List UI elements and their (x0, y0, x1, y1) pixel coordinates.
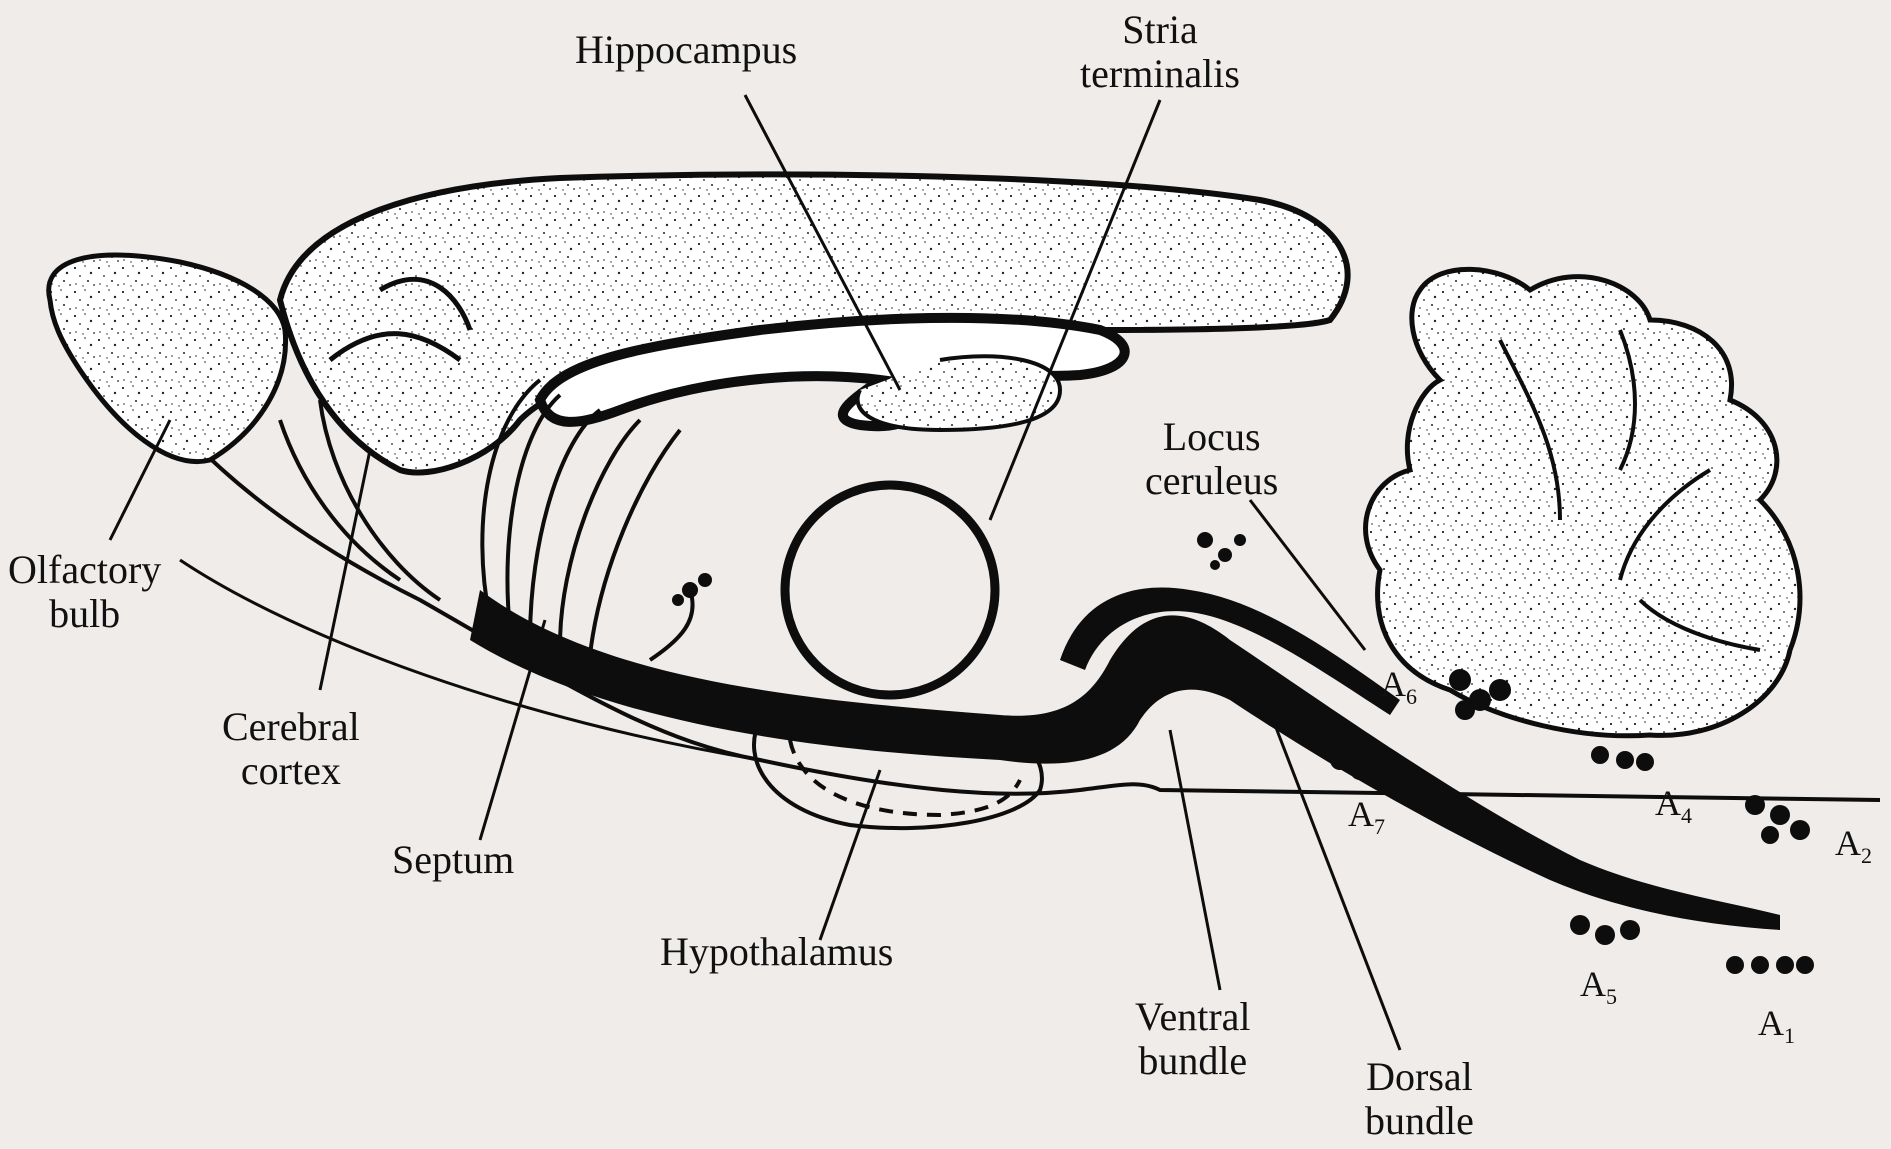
label-a7: A7 (1348, 796, 1385, 845)
label-hippocampus: Hippocampus (575, 28, 797, 72)
label-hypothalamus: Hypothalamus (660, 930, 893, 974)
cerebellum-shape (1366, 269, 1800, 735)
label-a5: A5 (1580, 966, 1617, 1015)
label-dorsal-bundle: Dorsal bundle (1365, 1055, 1474, 1143)
label-septum: Septum (392, 838, 514, 882)
label-stria-terminalis: Stria terminalis (1080, 8, 1240, 96)
label-ventral-bundle: Ventral bundle (1135, 995, 1251, 1083)
label-a6: A6 (1380, 666, 1417, 715)
label-olfactory-bulb: Olfactory bulb (8, 548, 161, 636)
label-a2: A2 (1835, 825, 1872, 874)
label-a4: A4 (1655, 785, 1692, 834)
label-locus-ceruleus: Locus ceruleus (1145, 415, 1278, 503)
thalamus-circle (785, 485, 995, 695)
label-cerebral-cortex: Cerebral cortex (222, 705, 360, 793)
olfactory-bulb-shape (49, 255, 286, 461)
label-a1: A1 (1758, 1005, 1795, 1054)
